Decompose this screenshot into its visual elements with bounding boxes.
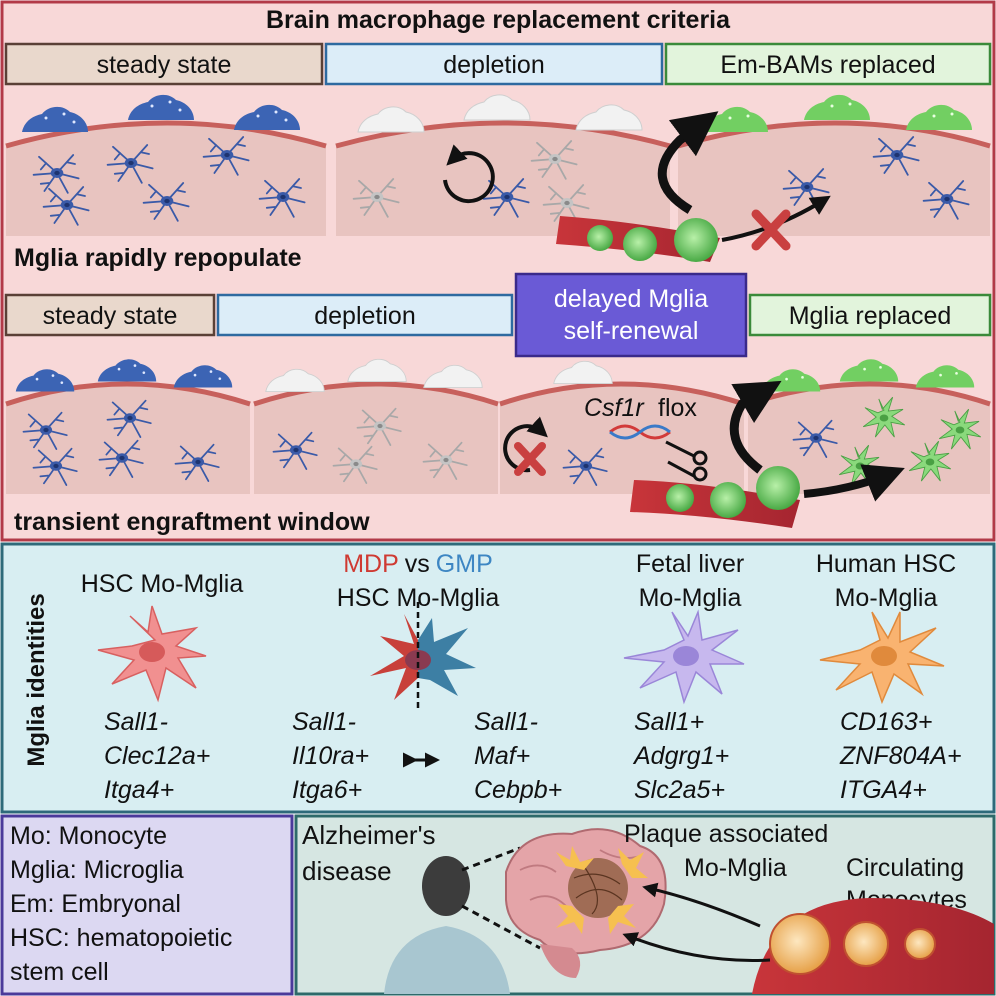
gmp-marker-2: Maf+ bbox=[474, 742, 530, 770]
hsc-mo-mglia-cell-icon bbox=[97, 605, 207, 703]
ad-title-line1: Alzheimer's bbox=[302, 820, 436, 850]
plaque-label-line2: Mo-Mglia bbox=[684, 854, 787, 882]
fetal-mo-mglia-cell-icon bbox=[623, 609, 745, 705]
csf1r-gene-label: Csf1r bbox=[584, 394, 645, 422]
hsc-marker-1: Sall1- bbox=[104, 708, 168, 736]
row1-caption: Mglia rapidly repopulate bbox=[14, 244, 302, 272]
mdp-marker-3: Itga6+ bbox=[292, 776, 362, 804]
row1-stage-steady-state-label: steady state bbox=[97, 51, 232, 79]
panel-title: Brain macrophage replacement criteria bbox=[266, 6, 731, 34]
abbreviation-legend bbox=[0, 814, 294, 996]
human-marker-2: ZNF804A+ bbox=[839, 742, 962, 770]
mdp-label: MDP bbox=[343, 550, 399, 578]
patient-silhouette-icon bbox=[384, 856, 510, 994]
hsc-marker-2: Clec12a+ bbox=[104, 742, 210, 770]
gmp-marker-1: Sall1- bbox=[474, 708, 538, 736]
row1-stage-steady-state bbox=[4, 42, 324, 86]
row1-blood-vessel bbox=[556, 216, 720, 262]
zoom-line bbox=[461, 846, 521, 872]
gmp-label: GMP bbox=[436, 550, 493, 578]
self-renewal-arrow-icon bbox=[443, 144, 495, 204]
mglia-identities-panel bbox=[0, 542, 996, 814]
row2-blood-vessel bbox=[630, 466, 800, 528]
hsc-marker-3: Itga4+ bbox=[104, 776, 174, 804]
row2-stage-steady-state bbox=[4, 293, 216, 337]
infiltration-arrow-icon bbox=[622, 932, 771, 962]
fetal-marker-2: Adgrg1+ bbox=[632, 742, 729, 770]
fetal-marker-3: Slc2a5+ bbox=[634, 776, 725, 804]
legend-line-5: stem cell bbox=[10, 958, 109, 986]
ad-title-line2: disease bbox=[302, 856, 392, 886]
human-title-line2: Mo-Mglia bbox=[835, 584, 938, 612]
mdp-marker-1: Sall1- bbox=[292, 708, 356, 736]
row2-stage-steady-state-label: steady state bbox=[43, 302, 178, 330]
legend-line-2: Mglia: Microglia bbox=[10, 856, 184, 884]
legend-line-1: Mo: Monocyte bbox=[10, 822, 167, 850]
row1-stage-replaced bbox=[664, 42, 992, 86]
brain-with-plaque-icon bbox=[505, 828, 667, 978]
row1-stage-depletion bbox=[324, 42, 664, 86]
fetal-marker-1: Sall1+ bbox=[634, 708, 704, 736]
zoom-line bbox=[461, 904, 541, 950]
engraftment-arrow-icon bbox=[657, 111, 719, 214]
plaque-label-line1: Plaque associated bbox=[624, 820, 828, 848]
legend-line-3: Em: Embryonal bbox=[10, 890, 181, 918]
human-marker-1: CD163+ bbox=[840, 708, 932, 736]
gmp-marker-3: Cebpb+ bbox=[474, 776, 562, 804]
row2-stage-replaced bbox=[748, 293, 992, 337]
mdp-marker-2: Il10ra+ bbox=[292, 742, 369, 770]
human-mo-mglia-cell-icon bbox=[819, 611, 945, 705]
row1-stage-replaced-label: Em-BAMs replaced bbox=[720, 51, 935, 79]
delayed-label-line1: delayed Mglia bbox=[554, 285, 708, 313]
mdp-gmp-cell-icon bbox=[370, 602, 476, 712]
scissors-icon bbox=[665, 440, 708, 482]
hsc-title: HSC Mo-Mglia bbox=[81, 570, 244, 598]
infiltration-arrow-icon bbox=[642, 882, 761, 928]
circulating-label-line1: Circulating bbox=[846, 854, 964, 882]
flox-label: flox bbox=[658, 394, 697, 422]
row2-stage-depletion bbox=[216, 293, 514, 337]
human-title-line1: Human HSC bbox=[816, 550, 956, 578]
vs-label: vs bbox=[405, 550, 430, 578]
row1-stage-depletion-label: depletion bbox=[443, 51, 544, 79]
fetal-title-line1: Fetal liver bbox=[636, 550, 744, 578]
row2-stage-depletion-label: depletion bbox=[314, 302, 415, 330]
dna-helix-icon bbox=[609, 424, 671, 440]
human-marker-3: ITGA4+ bbox=[840, 776, 927, 804]
fetal-title-line2: Mo-Mglia bbox=[639, 584, 742, 612]
engraftment-arrow-icon bbox=[803, 464, 905, 502]
engraftment-arrow-icon bbox=[729, 380, 782, 474]
legend-line-4: HSC: hematopoietic bbox=[10, 924, 232, 952]
delayed-label-line2: self-renewal bbox=[564, 317, 699, 345]
row2-stage-replaced-label: Mglia replaced bbox=[789, 302, 952, 330]
circulating-vessel-icon bbox=[752, 898, 994, 994]
blocked-cross-icon bbox=[514, 442, 546, 476]
blocked-cross-icon bbox=[751, 209, 791, 251]
identities-side-label: Mglia identities bbox=[23, 593, 50, 766]
row2-caption: transient engraftment window bbox=[14, 508, 370, 536]
delayed-self-renewal-box bbox=[514, 272, 748, 358]
